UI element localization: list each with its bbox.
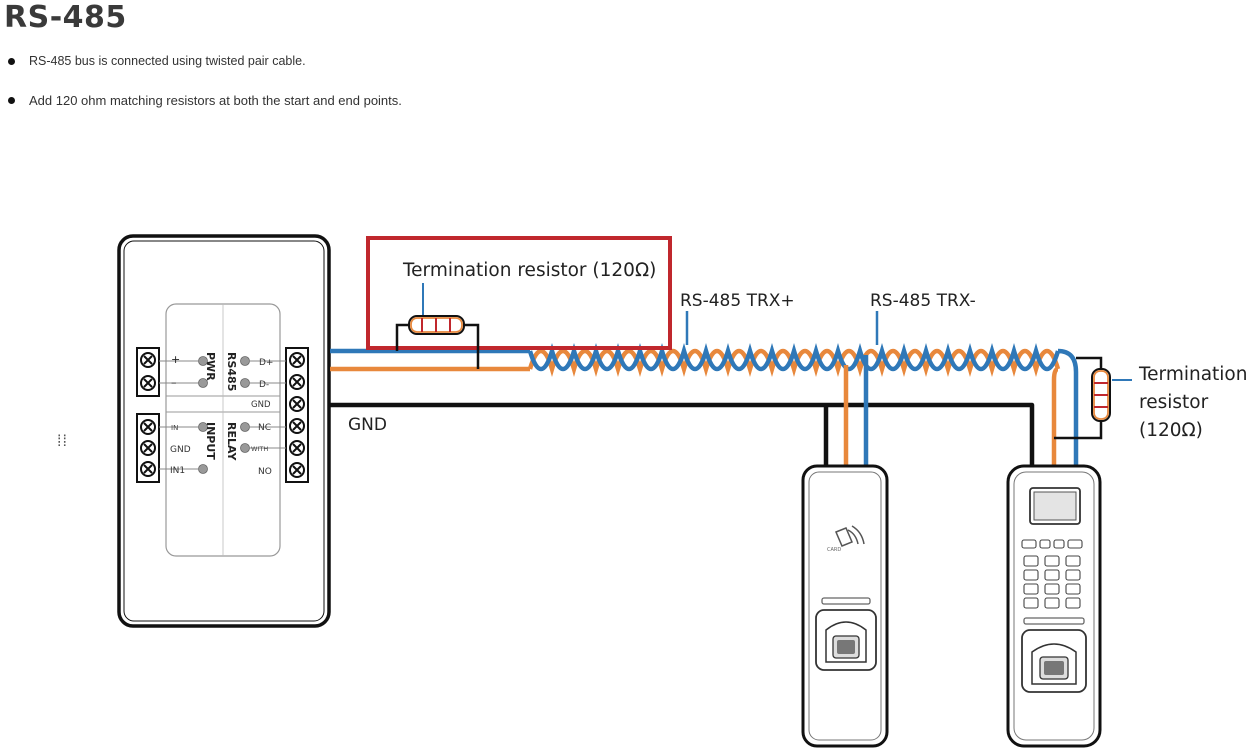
terminal-block-left-bottom [136,413,160,483]
bullet-dot-icon [8,97,15,104]
resistor-1-icon [395,315,480,369]
card-fingerprint-reader: CARD [801,464,889,748]
screw-terminal-icon [140,440,156,456]
twisted-pair-cable [527,342,1061,378]
drag-handle-icon[interactable]: ⁞⁞ [57,433,68,450]
terminal-block-right [285,347,309,483]
input-pin-label: IN1 [170,466,185,476]
wire-trx-plus-end [1057,348,1079,468]
fingerprint-sensor-icon [825,621,867,663]
input-section-label: INPUT [204,422,217,460]
rs485-pin-label: GND [251,400,271,410]
bullet-item: RS-485 bus is connected using twisted pa… [8,54,306,68]
screw-terminal-icon [289,352,305,368]
screw-terminal-icon [289,374,305,390]
pin-dots [198,356,250,474]
rs485-pin-label: D- [259,380,269,390]
relay-pin-label: NC [258,423,271,433]
relay-pin-label: NO [258,467,272,477]
resistor-2-icon [1054,356,1111,440]
screw-terminal-icon [289,418,305,434]
terminal-block-left-top [136,347,160,397]
screw-terminal-icon [140,352,156,368]
screw-terminal-icon [289,440,305,456]
controller-unit [117,234,331,628]
trx-plus-label: RS-485 TRX+ [680,291,795,311]
pwr-plus-label: + [171,353,180,366]
rs485-pin-label: D+ [259,358,273,368]
relay-section-label: RELAY [225,422,238,461]
keypad-icon [1021,539,1083,609]
screw-terminal-icon [140,419,156,435]
term-resistor-1-label: Termination resistor (120Ω) [402,260,656,281]
keypad-fingerprint-reader [1006,464,1102,748]
screw-terminal-icon [140,461,156,477]
gnd-label: GND [348,415,387,435]
card-icon: CARD [827,525,865,553]
bullet-dot-icon [8,57,15,65]
trx-minus-label: RS-485 TRX- [870,291,976,311]
relay-pin-label: WITH [251,445,268,453]
fingerprint-sensor-icon [1031,643,1077,685]
term-resistor-2-label-line1: Termination [1138,364,1247,385]
term-resistor-2-label-line2: resistor [1139,392,1209,413]
input-pin-label: GND [170,445,191,455]
input-pin-label: IN [171,424,178,432]
bullet-text: RS-485 bus is connected using twisted pa… [29,54,306,68]
screw-terminal-icon [140,375,156,391]
bullet-text: Add 120 ohm matching resistors at both t… [29,93,402,108]
rs485-section-label: RS485 [225,352,238,391]
card-label: CARD [827,547,841,553]
lcd-screen-icon [1029,487,1081,525]
pwr-minus-label: – [171,376,177,389]
term-resistor-2-label-line3: (120Ω) [1139,420,1203,441]
highlight-box [366,236,672,350]
wire-trx-minus-end [1051,366,1059,468]
screw-terminal-icon [289,396,305,412]
page-title: RS-485 [4,0,127,35]
pwr-section-label: PWR [204,352,217,381]
bullet-item: Add 120 ohm matching resistors at both t… [8,93,402,108]
screw-terminal-icon [289,462,305,478]
wire-gnd [330,402,1035,468]
